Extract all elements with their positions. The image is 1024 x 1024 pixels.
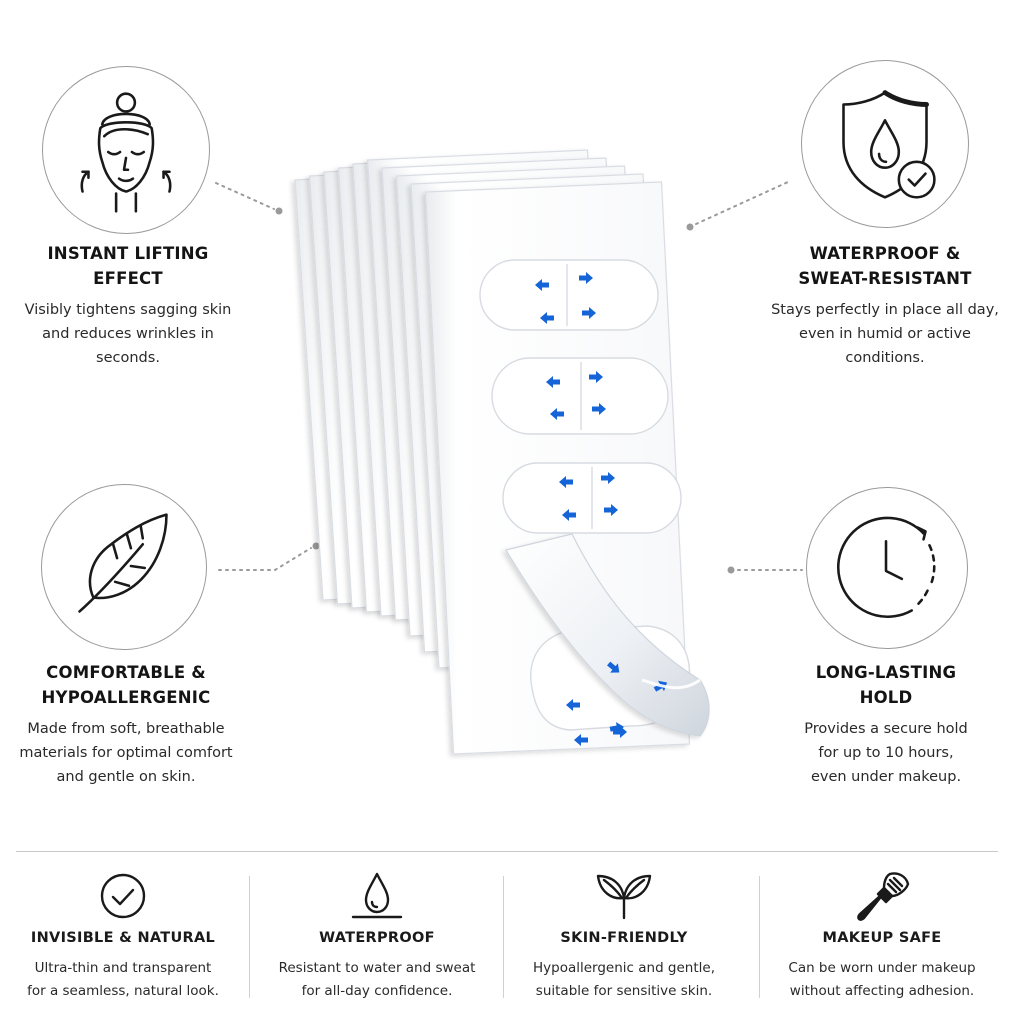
feature-title: EFFECT: [93, 269, 163, 288]
peel-film: [505, 533, 710, 737]
patch-strip: [502, 462, 682, 534]
shield-drop-check-icon: [842, 90, 936, 199]
feature-title: WATERPROOF &: [809, 244, 961, 263]
feature-desc: seconds.: [96, 350, 160, 366]
benefit-desc: suitable for sensitive skin.: [535, 983, 713, 999]
feature-desc: and reduces wrinkles in: [42, 326, 214, 342]
patch-strip: [491, 357, 669, 435]
section-divider: [16, 851, 998, 852]
benefit-desc: Ultra-thin and transparent: [34, 960, 212, 976]
connector-line: [727, 566, 803, 574]
feature-circle: [801, 60, 969, 228]
water-drop-icon: [351, 872, 403, 919]
patch-strip: [479, 259, 659, 331]
feature-desc: Made from soft, breathable: [27, 721, 225, 737]
connector-line: [686, 181, 789, 231]
feature-circle: [42, 66, 210, 234]
benefit-desc: Can be worn under makeup: [788, 960, 976, 976]
connector-line: [218, 542, 320, 571]
check-circle-icon: [100, 873, 146, 919]
feature-desc: even under makeup.: [810, 769, 962, 785]
feature-desc: Visibly tightens sagging skin: [24, 302, 232, 318]
feature-title: LONG-LASTING: [815, 663, 957, 682]
feature-desc: materials for optimal comfort: [19, 745, 233, 761]
feature-desc: even in humid or active: [799, 326, 971, 342]
feature-title: HYPOALLERGENIC: [41, 688, 211, 707]
clock-icon: [837, 516, 936, 618]
benefit-desc: Resistant to water and sweat: [278, 960, 476, 976]
connector-line: [215, 182, 283, 215]
feature-title: INSTANT LIFTING: [47, 244, 209, 263]
leaves-icon: [596, 874, 652, 920]
makeup-brush-icon: [857, 872, 910, 921]
benefit-title: MAKEUP SAFE: [822, 930, 942, 946]
column-separator: [503, 876, 504, 998]
benefit-title: WATERPROOF: [319, 930, 435, 946]
column-separator: [249, 876, 250, 998]
feature-circle: [41, 484, 207, 650]
benefit-desc: without affecting adhesion.: [789, 983, 975, 999]
feature-title: COMFORTABLE &: [46, 663, 206, 682]
feature-icon: [78, 513, 168, 613]
feature-desc: and gentle on skin.: [56, 769, 196, 785]
benefit-title: INVISIBLE & NATURAL: [30, 930, 216, 946]
face-lift-icon: [80, 92, 172, 213]
column-separator: [759, 876, 760, 998]
feature-desc: conditions.: [845, 350, 925, 366]
feature-desc: for up to 10 hours,: [818, 745, 954, 761]
feature-circle: [806, 487, 968, 649]
feature-desc: Stays perfectly in place all day,: [771, 302, 999, 318]
patch-sheets-illustration: [294, 149, 710, 755]
feature-desc: Provides a secure hold: [804, 721, 968, 737]
benefit-desc: for all-day confidence.: [301, 983, 453, 999]
benefit-desc: Hypoallergenic and gentle,: [532, 960, 716, 976]
benefit-title: SKIN-FRIENDLY: [560, 930, 688, 946]
feature-title: SWEAT-RESISTANT: [798, 269, 972, 288]
feature-title: HOLD: [859, 688, 913, 707]
benefit-desc: for a seamless, natural look.: [27, 983, 219, 999]
